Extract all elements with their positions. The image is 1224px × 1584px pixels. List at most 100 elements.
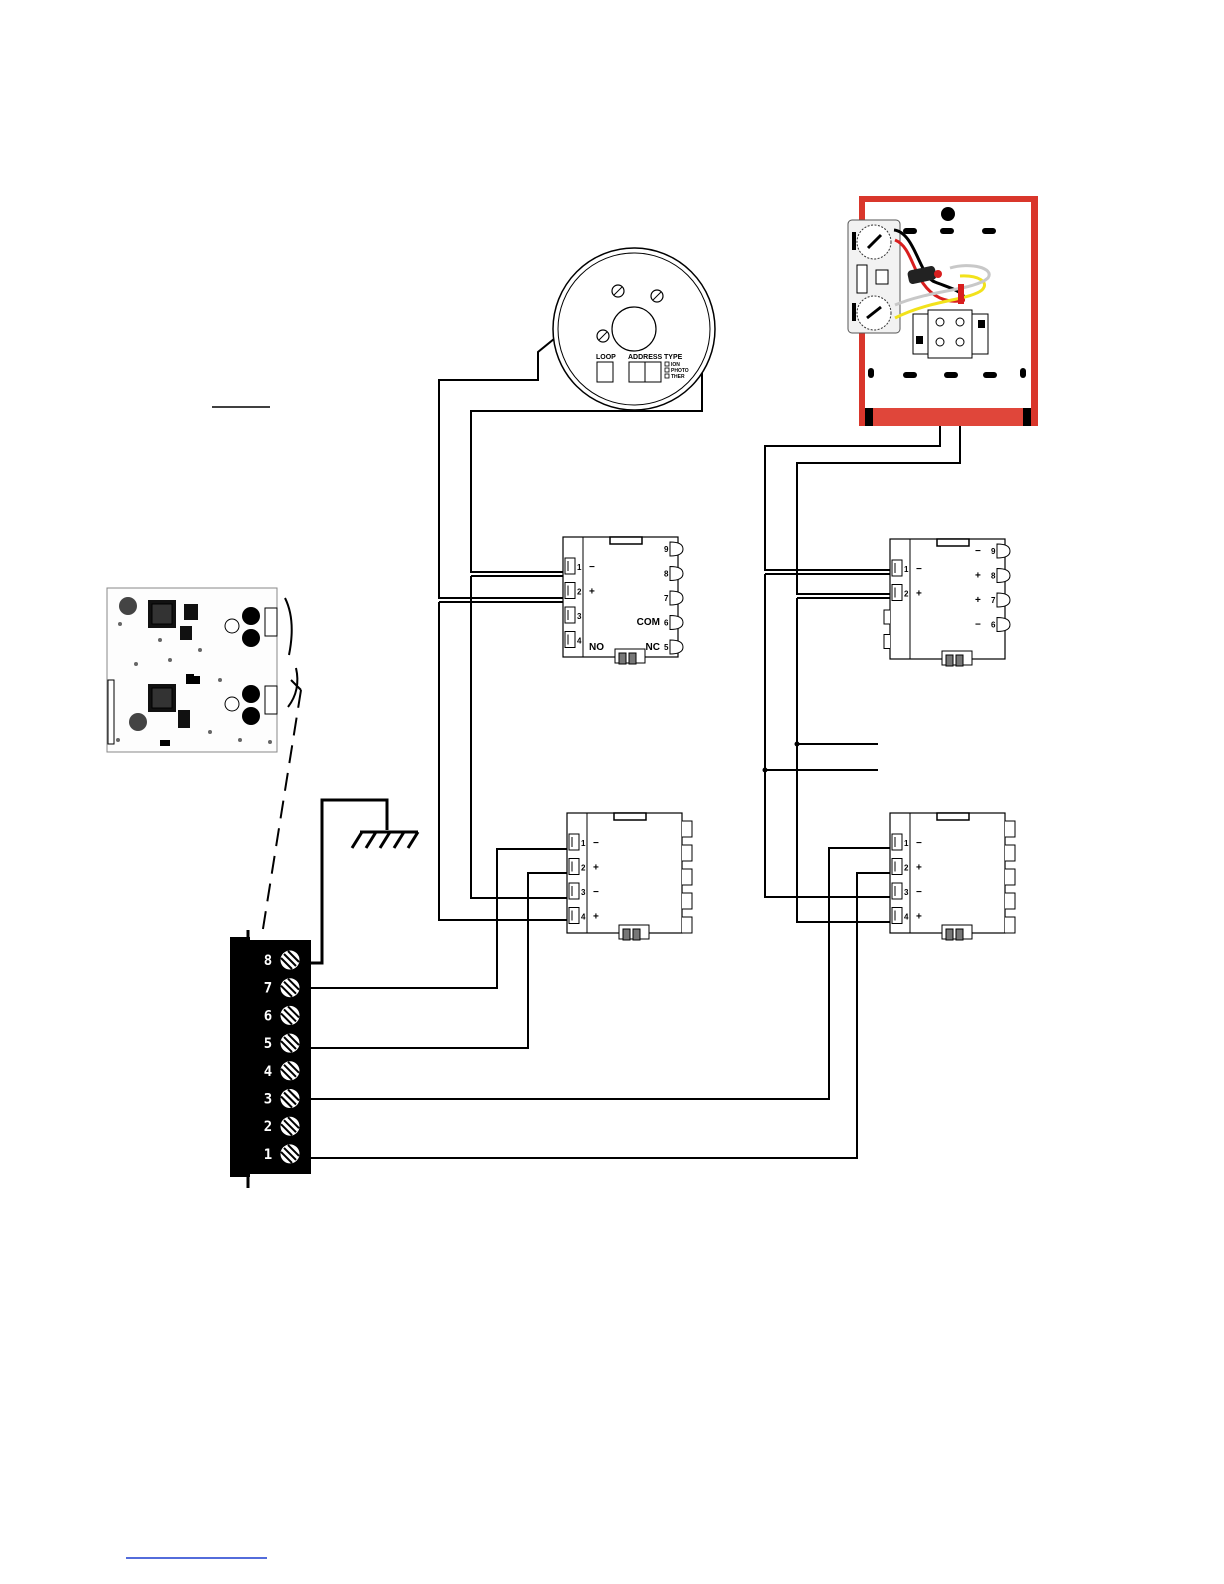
screw-icon (651, 290, 663, 302)
address-label: ADDRESS (628, 354, 663, 361)
terminal-screw-icon (281, 951, 299, 969)
terminal-number: 3 (264, 1092, 272, 1108)
terminal-slot (569, 908, 579, 924)
terminal-screw-icon (281, 1034, 299, 1052)
terminal-polarity: − (916, 838, 922, 849)
terminal-number: 7 (264, 981, 272, 997)
nc-label: NC (646, 642, 660, 653)
terminal-slot (670, 616, 683, 630)
smoke-detector: LOOP ADDRESS TYPE ION PHOTO THER (553, 248, 715, 410)
terminal-polarity: + (916, 863, 922, 874)
module-connector (619, 925, 649, 940)
module-connector (942, 651, 972, 666)
terminal-number: 2 (581, 864, 586, 873)
terminal-slot (670, 567, 683, 581)
no-label: NO (589, 642, 604, 653)
terminal-number: 6 (664, 619, 669, 628)
type-checkbox (665, 368, 669, 372)
module-body (890, 539, 1005, 659)
terminal-polarity: + (916, 589, 922, 600)
terminal-polarity: + (589, 587, 595, 598)
terminal-screw-icon (281, 1145, 299, 1163)
terminal-number: 8 (264, 953, 272, 969)
terminal-slot (892, 908, 902, 924)
terminal-screw-icon (281, 979, 299, 997)
terminal-number: 7 (664, 594, 669, 603)
terminal-slot (670, 640, 683, 654)
module-connector (615, 649, 645, 664)
terminal-slot (569, 883, 579, 899)
terminal-slot (892, 560, 902, 576)
terminal-slot (892, 834, 902, 850)
terminal-slot (670, 542, 683, 556)
terminal-slot (892, 883, 902, 899)
com-label: COM (637, 617, 660, 628)
terminal-number: 1 (581, 839, 586, 848)
module-bottom-right: 1−2+3−4+ (890, 813, 1015, 940)
screw-icon (612, 285, 624, 297)
type-label: TYPE (664, 354, 683, 361)
terminal-slot (997, 544, 1010, 558)
terminal-slot (565, 583, 575, 599)
terminal-slot (569, 834, 579, 850)
terminal-polarity: − (975, 546, 981, 557)
terminal-screw-icon (281, 1117, 299, 1135)
wire-ground (305, 800, 387, 963)
module-connector (942, 925, 972, 940)
loop-label: LOOP (596, 354, 616, 361)
terminal-number: 8 (991, 572, 996, 581)
terminal-number: 6 (991, 621, 996, 630)
terminal-number: 5 (264, 1036, 272, 1052)
type-option-ther: THER (671, 374, 685, 380)
terminal-slot (565, 558, 575, 574)
terminal-number: 4 (904, 913, 909, 922)
terminal-number: 6 (264, 1008, 272, 1024)
junction-dot (795, 742, 800, 747)
terminal-polarity: + (593, 912, 599, 923)
terminal-number: 2 (904, 864, 909, 873)
terminal-polarity: − (975, 620, 981, 631)
terminal-number: 1 (264, 1147, 272, 1163)
terminal-slot (569, 859, 579, 875)
terminal-number: 1 (577, 563, 582, 572)
terminal-number: 2 (904, 590, 909, 599)
terminal-slot (565, 607, 575, 623)
terminal-number: 2 (577, 588, 582, 597)
terminal-number: 1 (904, 565, 909, 574)
screw-icon (597, 330, 609, 342)
terminal-polarity: − (593, 887, 599, 898)
control-panel-board (107, 588, 277, 752)
terminal-number: 3 (581, 888, 586, 897)
terminal-screw-icon (281, 1006, 299, 1024)
terminal-polarity: + (916, 912, 922, 923)
terminal-screw-icon (281, 1062, 299, 1080)
terminal-number: 3 (904, 888, 909, 897)
terminal-slot (997, 593, 1010, 607)
terminal-slot (997, 618, 1010, 632)
terminal-slot (670, 591, 683, 605)
terminal-number: 9 (664, 545, 669, 554)
terminal-polarity: + (975, 571, 981, 582)
terminal-polarity: + (593, 863, 599, 874)
terminal-number: 3 (577, 612, 582, 621)
terminal-number: 9 (991, 547, 996, 556)
terminal-number: 1 (904, 839, 909, 848)
terminal-number: 4 (264, 1064, 272, 1080)
terminal-number: 4 (581, 913, 586, 922)
terminal-slot (565, 632, 575, 648)
terminal-number: 7 (991, 596, 996, 605)
terminal-number: 4 (577, 637, 582, 646)
terminal-slot (892, 585, 902, 601)
type-checkbox (665, 374, 669, 378)
terminal-number: 5 (664, 643, 669, 652)
terminal-number: 2 (264, 1119, 272, 1135)
module-top-right: 1−2+9−8+7+6− (884, 539, 1010, 666)
detector-center-hole (612, 307, 656, 351)
terminal-number: 8 (664, 570, 669, 579)
terminal-polarity: − (593, 838, 599, 849)
pull-station (848, 196, 1038, 426)
wire-panel-5 (305, 873, 570, 1048)
terminal-screw-icon (281, 1090, 299, 1108)
